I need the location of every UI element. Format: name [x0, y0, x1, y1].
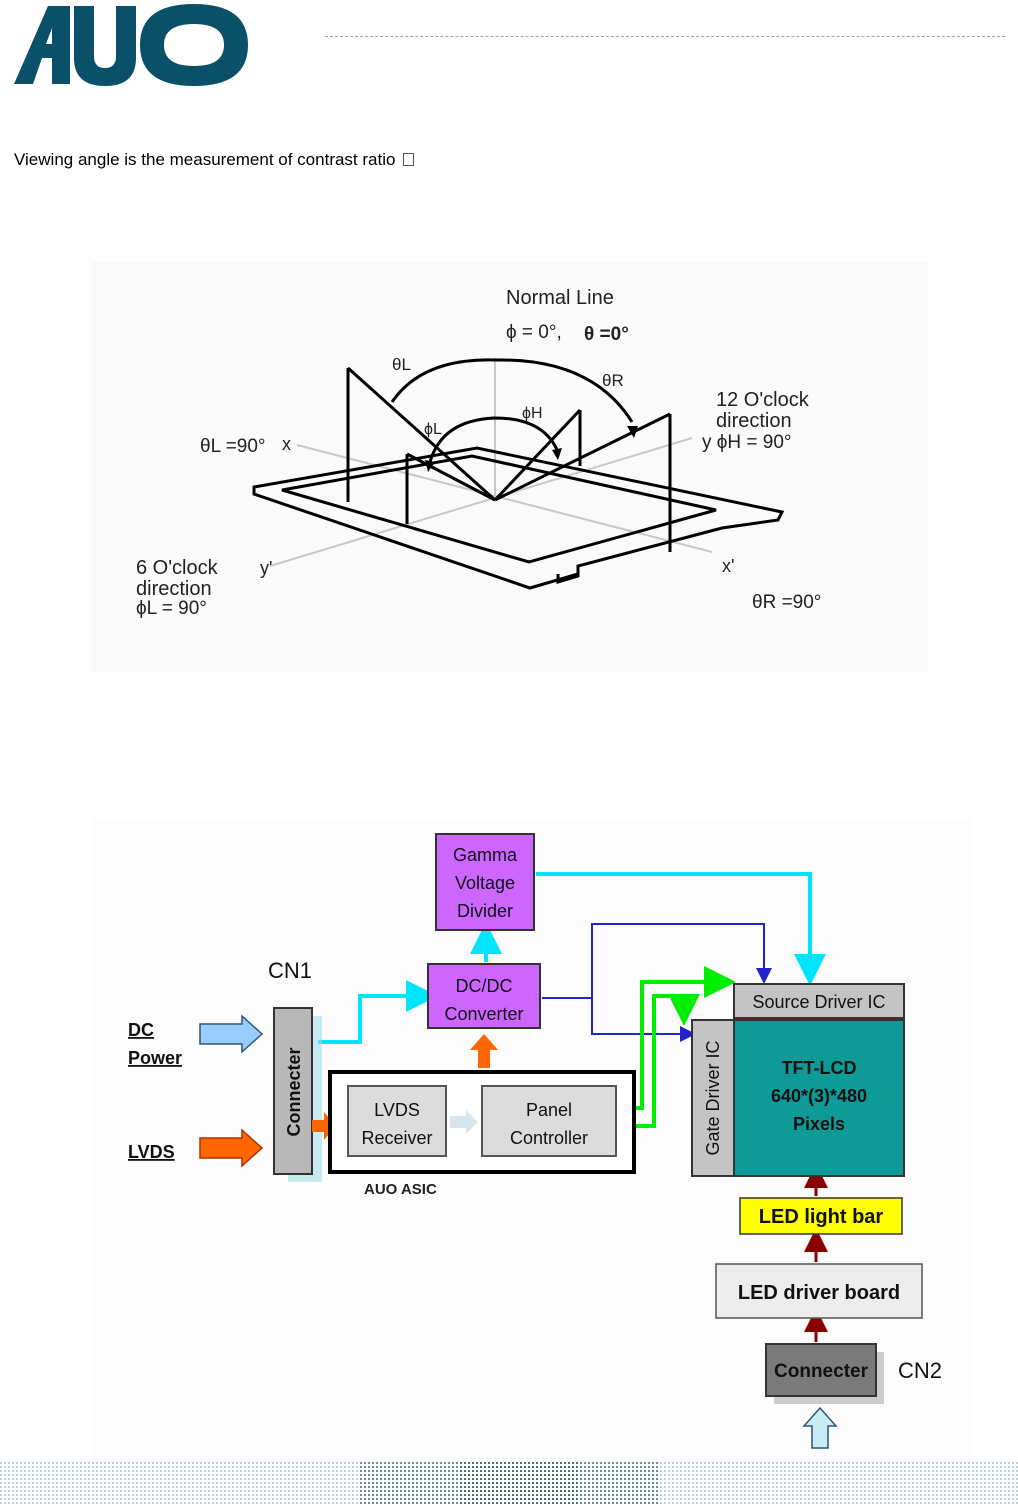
tft-lcd-line1: TFT-LCD — [782, 1058, 857, 1078]
lvds-arrow-icon — [199, 1128, 264, 1168]
panel-controller-box — [481, 1085, 617, 1157]
connecter-cn1-label: Connecter — [284, 1047, 304, 1136]
lvds-receiver-line1: LVDS — [374, 1100, 420, 1120]
twelve-oclock-label: 12 O'clock — [716, 389, 810, 411]
tft-lcd-line2: 640*(3)*480 — [771, 1086, 867, 1106]
dcdc-converter-box — [427, 963, 541, 1029]
lvds-input-label: LVDS — [128, 1142, 175, 1162]
gamma-label-line3: Divider — [457, 901, 513, 921]
auo-asic-label: AUO ASIC — [364, 1181, 437, 1198]
gamma-label-line2: Voltage — [455, 873, 515, 893]
tft-lcd-box — [733, 1019, 905, 1177]
x-axis-line — [296, 444, 713, 553]
intro-paragraph: Viewing angle is the measurement of cont… — [14, 150, 415, 170]
cn1-label: CN1 — [268, 958, 312, 983]
lvds-receiver-box — [347, 1085, 447, 1157]
dc-power-arrow-icon — [199, 1014, 264, 1054]
theta-zero-label: θ =0° — [584, 324, 629, 345]
phi-zero-label: ϕ = 0°, — [506, 322, 562, 343]
x-axis-label: x — [282, 434, 291, 454]
dcdc-label-line2: Converter — [444, 1004, 523, 1024]
theta-l-90-label: θL =90° — [200, 436, 266, 457]
gate-driver-box — [691, 1019, 735, 1177]
dc-power-label-line1: DC — [128, 1020, 154, 1040]
x-prime-label: x' — [722, 556, 734, 576]
cn2-input-arrow-icon — [802, 1406, 838, 1449]
panel-controller-line2: Controller — [510, 1128, 588, 1148]
theta-l-label: θL — [392, 355, 411, 374]
orange-arrow-up — [470, 1034, 498, 1068]
cyan-connectors — [318, 872, 826, 1044]
tft-lcd-line3: Pixels — [793, 1114, 845, 1134]
phi-h-label: ϕH — [522, 405, 543, 422]
viewing-angle-diagram: Normal Line ϕ = 0°, θ =0° θL θR ϕL ϕH 12… — [92, 262, 928, 672]
led-light-bar-box — [739, 1197, 903, 1235]
cn2-label: CN2 — [898, 1358, 942, 1383]
source-driver-label: Source Driver IC — [752, 992, 885, 1012]
gamma-voltage-divider-box — [435, 833, 535, 931]
led-driver-board-label: LED driver board — [738, 1282, 900, 1304]
phi-l-90-label: ϕL = 90° — [136, 598, 207, 619]
y-axis-line — [269, 437, 693, 567]
theta-r-label: θR — [602, 371, 624, 390]
angle-arcs — [390, 358, 634, 463]
six-oclock-label: 6 O'clock — [136, 557, 219, 579]
intro-text: Viewing angle is the measurement of cont… — [14, 150, 396, 169]
y-phi-h-label: y ϕH = 90° — [702, 432, 792, 453]
gate-driver-label: Gate Driver IC — [703, 1040, 723, 1155]
connecter-cn2-box — [765, 1343, 877, 1397]
six-direction-label: direction — [136, 578, 212, 600]
dcdc-label-line1: DC/DC — [456, 976, 513, 996]
angle-planes — [346, 366, 672, 552]
block-diagram: Gamma Voltage Divider DC/DC Converter CN… — [92, 820, 972, 1460]
led-driver-board-box — [715, 1263, 923, 1319]
y-prime-label: y' — [260, 558, 272, 578]
panel-frame — [252, 446, 785, 590]
normal-line-label: Normal Line — [506, 287, 614, 309]
twelve-direction-label: direction — [716, 410, 792, 432]
led-light-bar-label: LED light bar — [759, 1206, 884, 1228]
theta-r-90-label: θR =90° — [752, 592, 821, 613]
placeholder-glyph-icon — [403, 153, 415, 166]
panel-controller-line1: Panel — [526, 1100, 572, 1120]
source-driver-box — [733, 983, 905, 1019]
gamma-label-line1: Gamma — [453, 845, 518, 865]
auo-logo — [14, 4, 248, 86]
connecter-cn2-label: Connecter — [774, 1361, 869, 1382]
dc-power-label-line2: Power — [128, 1048, 182, 1068]
internal-arrow-icon — [450, 1110, 478, 1134]
lvds-receiver-line2: Receiver — [361, 1128, 432, 1148]
phi-l-label: ϕL — [424, 421, 442, 438]
footer-dot-pattern — [0, 1462, 1018, 1506]
header-divider — [325, 36, 1005, 37]
connecter-cn1-box — [273, 1007, 313, 1175]
